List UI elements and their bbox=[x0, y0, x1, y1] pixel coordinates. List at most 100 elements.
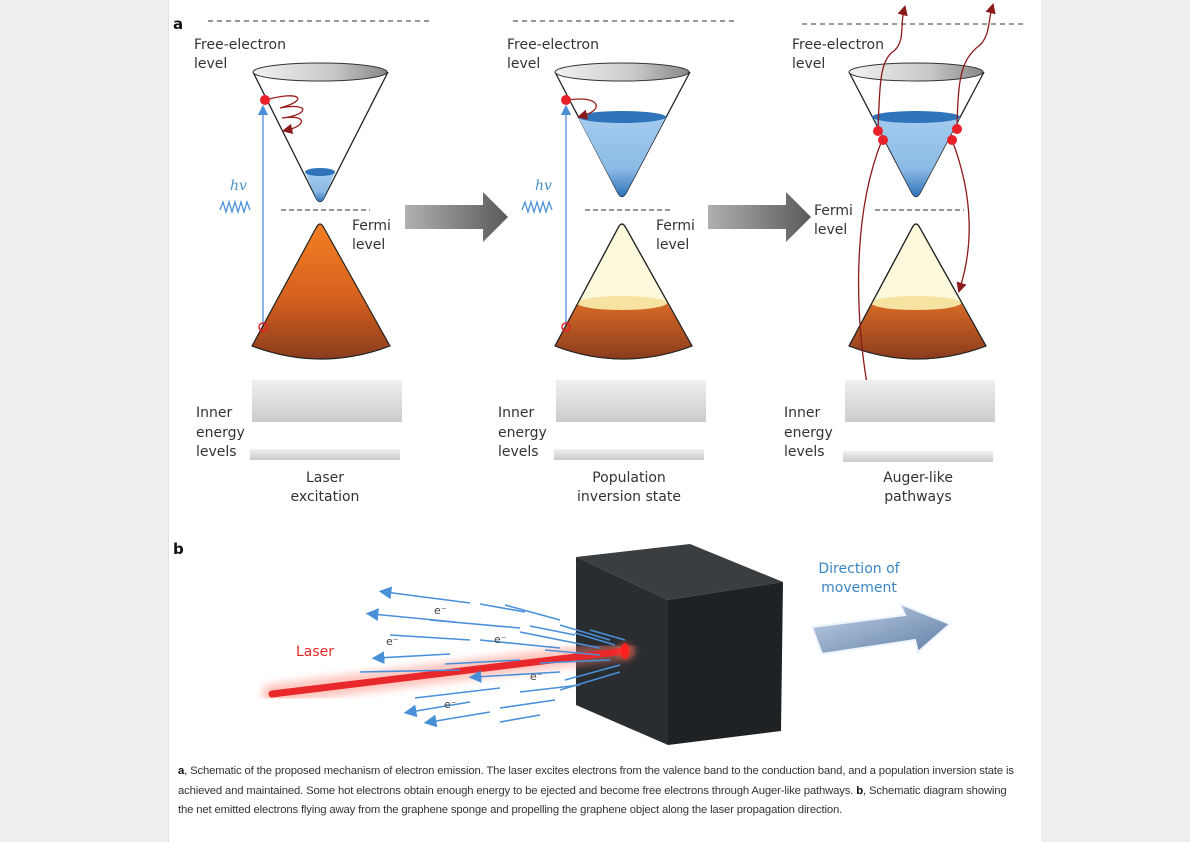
ejected-electron-path bbox=[877, 4, 908, 131]
caption-text-b: , Schematic diagram showing the net emit… bbox=[178, 784, 1007, 817]
inner-label: levels bbox=[196, 444, 237, 460]
conduction-electrons bbox=[578, 117, 666, 197]
electron-label: e⁻ bbox=[494, 633, 507, 646]
electron-trajectory bbox=[403, 701, 471, 718]
excited-electron bbox=[260, 95, 270, 105]
conduction-electrons bbox=[873, 117, 960, 197]
hot-electron bbox=[873, 126, 883, 136]
inner-label: energy bbox=[498, 425, 547, 441]
valence-filled-region bbox=[555, 303, 692, 359]
electron-trajectory bbox=[359, 669, 461, 673]
direction-label: Direction of bbox=[818, 561, 900, 577]
inner-level-band bbox=[252, 380, 402, 422]
inner-label: Inner bbox=[196, 405, 232, 421]
free-electron-label: Free-electron bbox=[507, 37, 599, 53]
electron-label: e⁻ bbox=[386, 635, 399, 648]
electron-trajectory bbox=[544, 649, 601, 656]
photon-wave-icon bbox=[521, 199, 553, 215]
electron-trajectory bbox=[378, 586, 471, 604]
relaxation-path bbox=[265, 95, 304, 135]
inner-label: energy bbox=[196, 425, 245, 441]
stage-caption: excitation bbox=[291, 489, 360, 505]
inner-label: Inner bbox=[498, 405, 534, 421]
inner-level-band bbox=[556, 380, 706, 422]
progression-arrow-icon bbox=[708, 192, 811, 242]
electron-trajectory bbox=[423, 711, 491, 728]
electron-trajectory bbox=[559, 624, 611, 641]
electron-trajectory bbox=[504, 604, 561, 621]
hole bbox=[258, 322, 268, 332]
free-electron-label: level bbox=[194, 56, 227, 72]
cone-top-ellipse bbox=[252, 62, 388, 82]
valence-cone-base bbox=[554, 345, 693, 360]
caption-ref-a: a bbox=[178, 765, 185, 777]
caption-ref-b: b bbox=[856, 784, 864, 797]
inner-label: energy bbox=[784, 425, 833, 441]
laser-label: Laser bbox=[296, 644, 334, 660]
inner-level-band bbox=[554, 449, 704, 460]
electron-trajectory bbox=[519, 631, 601, 649]
stage-auger-pathways: Free-electron level Fermi level Inner en… bbox=[784, 2, 1025, 505]
laser-beam bbox=[262, 639, 637, 704]
conduction-fill-surface bbox=[305, 168, 335, 176]
electron-trajectory bbox=[559, 671, 621, 691]
stage-caption: Population bbox=[592, 470, 666, 486]
electron-label: e⁻ bbox=[434, 604, 447, 617]
cone-top-ellipse bbox=[554, 62, 690, 82]
fermi-label: level bbox=[656, 237, 689, 253]
photon-wave-icon bbox=[219, 199, 251, 215]
electron-label: e⁻ bbox=[444, 698, 457, 711]
valence-fill-surface bbox=[871, 296, 961, 310]
electron-trajectory bbox=[529, 625, 576, 636]
free-electron-label: level bbox=[792, 56, 825, 72]
figure-caption: a, Schematic of the proposed mechanism o… bbox=[178, 762, 1023, 821]
panel-a-letter: a bbox=[173, 15, 183, 33]
hot-electron bbox=[952, 124, 962, 134]
caption-text-a: , Schematic of the proposed mechanism of… bbox=[178, 765, 1014, 797]
direction-label: movement bbox=[821, 580, 897, 596]
inner-label: Inner bbox=[784, 405, 820, 421]
electron-trajectory bbox=[499, 699, 556, 709]
valence-cone-outline bbox=[848, 223, 987, 347]
stage-caption: inversion state bbox=[577, 489, 681, 505]
electron-trajectory bbox=[574, 632, 616, 646]
figure-svg: a Free-electron level hv Fermi level Inn… bbox=[173, 2, 1025, 745]
electron-trajectory bbox=[479, 639, 561, 649]
inner-label: levels bbox=[784, 444, 825, 460]
hot-electron bbox=[947, 135, 957, 145]
valence-filled-region bbox=[849, 303, 986, 359]
conduction-fill-surface bbox=[872, 111, 960, 123]
inner-label: levels bbox=[498, 444, 539, 460]
fermi-label: level bbox=[352, 237, 385, 253]
valence-cone-base bbox=[848, 345, 987, 360]
auger-relaxation-path bbox=[857, 139, 883, 416]
electron-trajectory bbox=[564, 664, 621, 681]
electron-trajectory bbox=[468, 670, 561, 684]
fermi-label: Fermi bbox=[352, 218, 391, 234]
laser-spot-core bbox=[621, 643, 629, 659]
cone-top-ellipse bbox=[848, 62, 984, 82]
stage-caption: pathways bbox=[884, 489, 951, 505]
stage-caption: Auger-like bbox=[883, 470, 953, 486]
valence-fill-surface bbox=[577, 296, 667, 310]
ejected-electron-path bbox=[956, 2, 996, 131]
sponge-top-face bbox=[576, 544, 783, 600]
laser-core bbox=[268, 647, 629, 698]
electron-label: e⁻ bbox=[530, 670, 543, 683]
conduction-electrons bbox=[305, 172, 335, 202]
electron-trajectory bbox=[429, 619, 521, 629]
emitted-electrons bbox=[359, 586, 626, 728]
electron-trajectory bbox=[389, 634, 471, 641]
valence-cone-outline bbox=[554, 223, 693, 347]
hole bbox=[561, 322, 571, 332]
progression-arrow-icon bbox=[405, 192, 508, 242]
sponge-side-face bbox=[668, 582, 783, 745]
auger-relaxation-path bbox=[951, 139, 970, 293]
electron-trajectory bbox=[499, 714, 541, 723]
stage-population-inversion: Free-electron level hv Fermi level Inner… bbox=[498, 20, 736, 505]
stage-laser-excitation: Free-electron level hv Fermi level Inner… bbox=[194, 20, 432, 505]
page-gutter bbox=[1032, 0, 1041, 842]
electron-trajectory bbox=[589, 629, 626, 641]
photon-label: hv bbox=[230, 178, 247, 194]
conduction-fill-surface bbox=[578, 111, 666, 123]
